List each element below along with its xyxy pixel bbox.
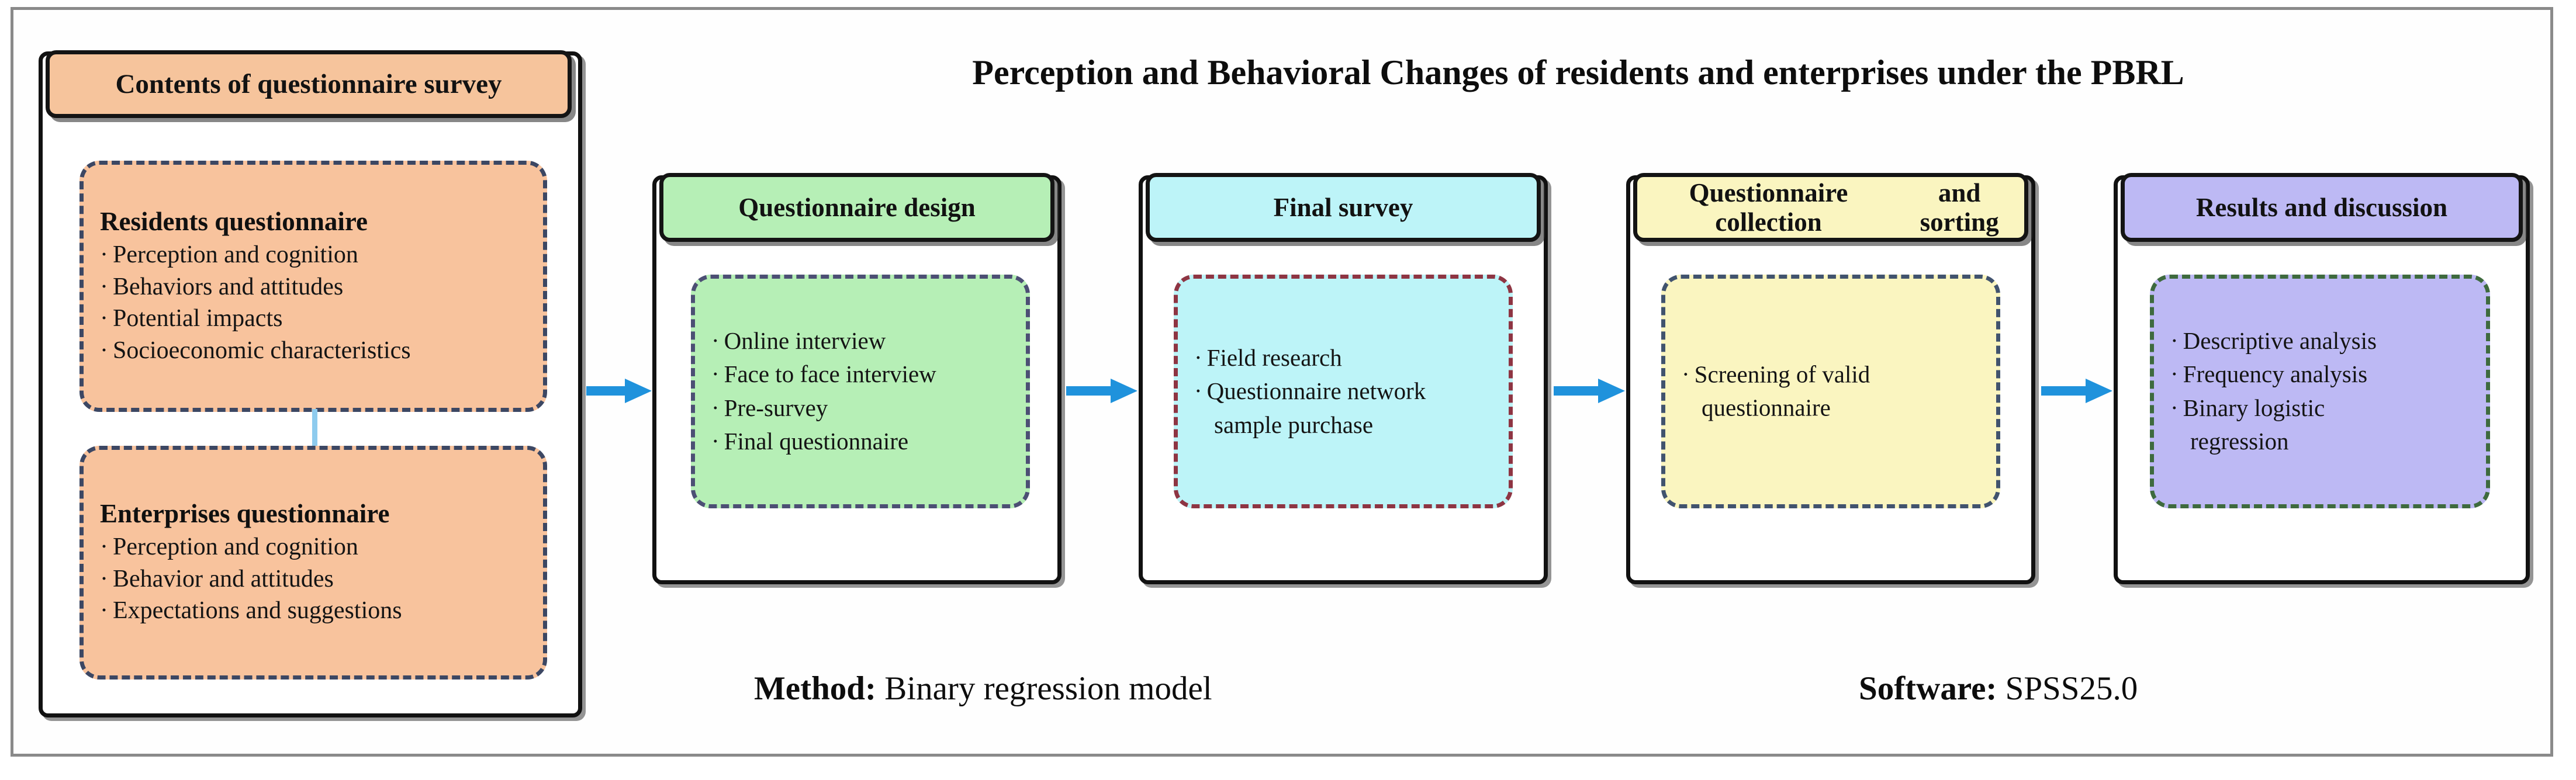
list-item-label: Questionnaire network bbox=[1206, 377, 1426, 405]
bullet-dot-icon: · bbox=[1194, 344, 1202, 371]
list-item-label: Screening of valid bbox=[1694, 360, 1870, 388]
list-item: ·Field research bbox=[1194, 341, 1500, 375]
software-caption: Software: SPSS25.0 bbox=[1859, 670, 2138, 708]
list-item-label: Final questionnaire bbox=[724, 428, 909, 455]
bullet-dot-icon: · bbox=[100, 273, 108, 300]
list-item: ·Online interview bbox=[711, 324, 1018, 358]
residents-questionnaire-box: Residents questionnaire ·Perception and … bbox=[79, 161, 547, 412]
bullet-dot-icon: · bbox=[711, 428, 720, 455]
results-discussion-bullet-list: ·Descriptive analysis ·Frequency analysi… bbox=[2170, 324, 2478, 459]
bullet-dot-icon: · bbox=[2170, 394, 2179, 421]
enterprises-bullet-list: Enterprises questionnaire ·Perception an… bbox=[100, 498, 535, 627]
method-label: Method: bbox=[754, 670, 876, 707]
list-item-label: Binary logistic bbox=[2183, 394, 2325, 421]
final-survey-header: Final survey bbox=[1146, 173, 1541, 242]
final-survey-bullet-list: ·Field research ·Questionnaire network s… bbox=[1194, 341, 1500, 442]
list-item-label: Frequency analysis bbox=[2183, 360, 2368, 388]
list-item-label: Face to face interview bbox=[724, 360, 936, 388]
questionnaire-connector-line bbox=[312, 409, 317, 448]
list-item-label: Perception and cognition bbox=[113, 241, 358, 268]
bullet-dot-icon: · bbox=[100, 597, 108, 625]
list-item-label: Online interview bbox=[724, 327, 886, 355]
list-item-continuation: questionnaire bbox=[1702, 394, 1831, 421]
bullet-dot-icon: · bbox=[100, 337, 108, 364]
list-item: ·Potential impacts bbox=[100, 303, 535, 335]
bullet-dot-icon: · bbox=[1682, 360, 1690, 388]
list-item-label: Pre-survey bbox=[724, 394, 828, 421]
header-line-1: Questionnaire collection bbox=[1689, 178, 1848, 237]
enterprises-questionnaire-box: Enterprises questionnaire ·Perception an… bbox=[79, 446, 547, 680]
list-item-label: Descriptive analysis bbox=[2183, 327, 2377, 355]
bullet-dot-icon: · bbox=[100, 565, 108, 592]
questionnaire-collection-bullet-list: ·Screening of valid questionnaire bbox=[1682, 358, 1988, 425]
results-discussion-content-box: ·Descriptive analysis ·Frequency analysi… bbox=[2150, 275, 2490, 508]
list-item: ·Questionnaire network bbox=[1194, 375, 1500, 408]
list-item-continuation: sample purchase bbox=[1214, 411, 1374, 438]
list-item: ·Binary logistic bbox=[2170, 391, 2478, 425]
list-item-label: Perception and cognition bbox=[113, 533, 358, 561]
contents-panel-header: Contents of questionnaire survey bbox=[46, 50, 572, 118]
list-item: ·Expectations and suggestions bbox=[100, 595, 535, 627]
bullet-dot-icon: · bbox=[100, 305, 108, 332]
bullet-dot-icon: · bbox=[100, 241, 108, 268]
list-item-label: Behavior and attitudes bbox=[113, 565, 334, 592]
questionnaire-collection-content-box: ·Screening of valid questionnaire bbox=[1661, 275, 2000, 508]
questionnaire-design-bullet-list: ·Online interview ·Face to face intervie… bbox=[711, 324, 1018, 459]
list-item: ·Pre-survey bbox=[711, 391, 1018, 425]
questionnaire-design-header: Questionnaire design bbox=[659, 173, 1054, 242]
list-item-continuation: regression bbox=[2190, 428, 2289, 455]
method-caption: Method: Binary regression model bbox=[754, 670, 1212, 708]
residents-box-title: Residents questionnaire bbox=[100, 206, 368, 236]
list-item: ·Screening of valid bbox=[1682, 358, 1988, 391]
list-item: ·Perception and cognition bbox=[100, 531, 535, 563]
bullet-dot-icon: · bbox=[711, 327, 720, 355]
list-item-label: Potential impacts bbox=[113, 305, 283, 332]
bullet-dot-icon: · bbox=[1194, 377, 1202, 405]
bullet-dot-icon: · bbox=[711, 360, 720, 388]
bullet-dot-icon: · bbox=[2170, 360, 2179, 388]
list-item-label: Field research bbox=[1206, 344, 1342, 371]
results-discussion-header: Results and discussion bbox=[2121, 173, 2523, 242]
method-value: Binary regression model bbox=[876, 670, 1212, 707]
bullet-dot-icon: · bbox=[2170, 327, 2179, 355]
list-item: ·Final questionnaire bbox=[711, 425, 1018, 458]
final-survey-content-box: ·Field research ·Questionnaire network s… bbox=[1174, 275, 1513, 508]
residents-bullet-list: Residents questionnaire ·Perception and … bbox=[100, 206, 535, 366]
questionnaire-design-content-box: ·Online interview ·Face to face intervie… bbox=[691, 275, 1030, 508]
enterprises-box-title: Enterprises questionnaire bbox=[100, 499, 390, 529]
page-title: Perception and Behavioral Changes of res… bbox=[972, 53, 2184, 92]
list-item: ·Socioeconomic characteristics bbox=[100, 335, 535, 367]
list-item: ·Descriptive analysis bbox=[2170, 324, 2478, 358]
list-item: ·Behaviors and attitudes bbox=[100, 271, 535, 303]
header-line-2: and sorting bbox=[1920, 178, 1999, 237]
list-item: ·Behavior and attitudes bbox=[100, 563, 535, 595]
bullet-dot-icon: · bbox=[711, 394, 720, 421]
bullet-dot-icon: · bbox=[100, 533, 108, 561]
list-item-label: Socioeconomic characteristics bbox=[113, 337, 411, 364]
list-item-label: Behaviors and attitudes bbox=[113, 273, 344, 300]
list-item: ·Perception and cognition bbox=[100, 239, 535, 271]
list-item: ·Frequency analysis bbox=[2170, 358, 2478, 391]
software-label: Software: bbox=[1859, 670, 1997, 707]
list-item: ·Face to face interview bbox=[711, 358, 1018, 391]
list-item-label: Expectations and suggestions bbox=[113, 597, 402, 625]
questionnaire-collection-header: Questionnaire collection and sorting bbox=[1633, 173, 2028, 242]
software-value: SPSS25.0 bbox=[1997, 670, 2138, 707]
